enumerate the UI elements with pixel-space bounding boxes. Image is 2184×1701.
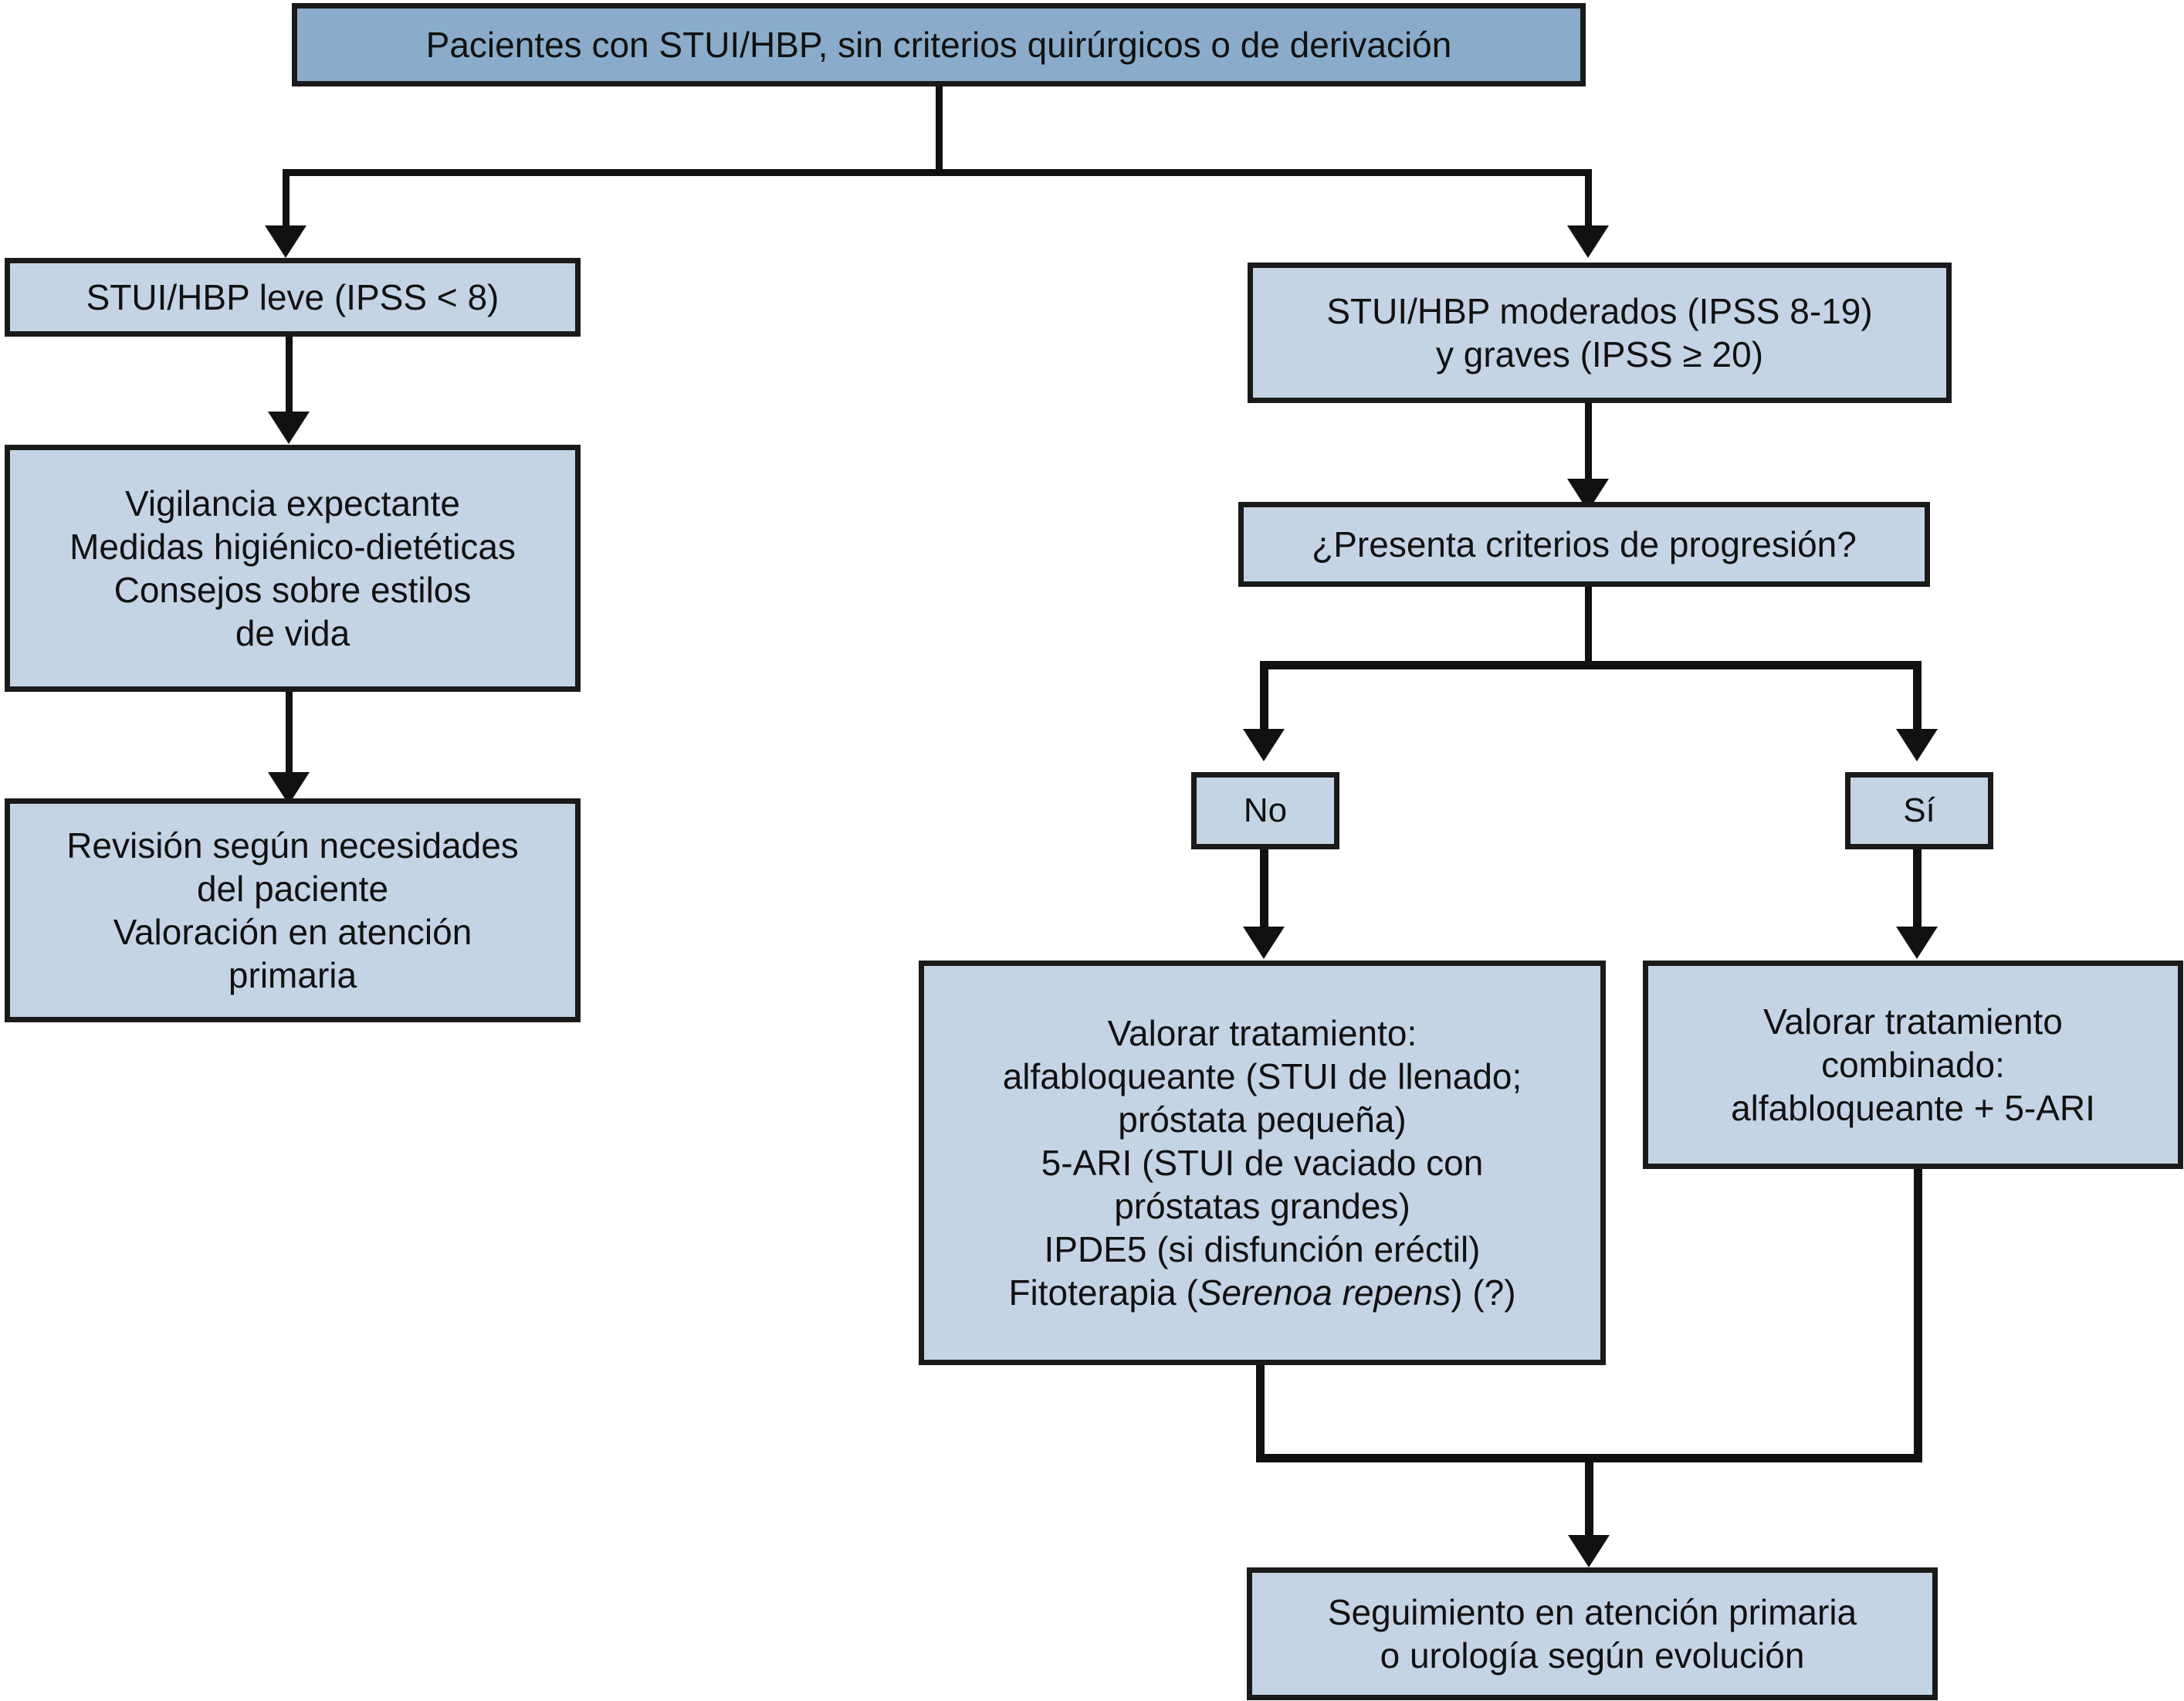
node-final-followup-label: Seguimiento en atención primaria o urolo… — [1327, 1591, 1857, 1676]
node-treatment-monotherapy: Valorar tratamiento: alfabloqueante (STU… — [919, 961, 1606, 1365]
treatment-line-1: alfabloqueante (STUI de llenado; — [1002, 1056, 1522, 1096]
arrowhead-merge-to-final — [1568, 1535, 1610, 1567]
node-mild-management-label: Vigilancia expectante Medidas higiénico-… — [69, 483, 516, 654]
node-treatment-combined: Valorar tratamiento combinado: alfabloqu… — [1643, 961, 2183, 1169]
node-branch-yes: Sí — [1845, 772, 1993, 849]
edge-management-to-followup — [286, 692, 293, 781]
arrowhead-question-yes — [1896, 729, 1938, 761]
node-moderate-severe-stui-label: STUI/HBP moderados (IPSS 8-19) y graves … — [1326, 290, 1873, 374]
edge-combined-down — [1914, 1169, 1922, 1462]
phytotherapy-species: Serenoa repens — [1197, 1272, 1451, 1313]
edge-question-no-arm — [1260, 661, 1268, 737]
treatment-line-phytotherapy: Fitoterapia (Serenoa repens) (?) — [935, 1271, 1590, 1314]
edge-root-stem — [936, 86, 943, 173]
node-branch-no: No — [1191, 772, 1339, 849]
treatment-line-0: Valorar tratamiento: — [1107, 1012, 1417, 1053]
edge-mild-to-management — [286, 337, 293, 418]
edge-no-to-treatment — [1260, 849, 1268, 934]
treatment-line-2: próstata pequeña) — [1118, 1099, 1407, 1140]
edge-moderate-to-question — [1585, 403, 1592, 488]
node-branch-no-label: No — [1243, 791, 1288, 830]
phytotherapy-suffix: ) (?) — [1451, 1272, 1516, 1313]
edge-question-yes-arm — [1913, 661, 1922, 737]
arrowhead-no-to-treatment — [1243, 927, 1285, 959]
arrowhead-question-no — [1243, 729, 1285, 761]
node-moderate-severe-stui: STUI/HBP moderados (IPSS 8-19) y graves … — [1248, 263, 1952, 403]
node-branch-yes-label: Sí — [1903, 791, 1935, 830]
arrowhead-root-left — [265, 225, 306, 258]
node-progression-question: ¿Presenta criterios de progresión? — [1238, 502, 1930, 587]
node-mild-followup-label: Revisión según necesidades del paciente … — [66, 825, 519, 996]
treatment-line-3: 5-ARI (STUI de vaciado con — [1041, 1142, 1484, 1183]
node-progression-question-label: ¿Presenta criterios de progresión? — [1312, 524, 1857, 564]
edge-merge-to-final — [1585, 1454, 1593, 1545]
edge-root-left-arm — [283, 169, 290, 231]
node-root-patients-label: Pacientes con STUI/HBP, sin criterios qu… — [425, 24, 1452, 65]
node-final-followup: Seguimiento en atención primaria o urolo… — [1247, 1567, 1938, 1700]
treatment-line-4: próstatas grandes) — [1114, 1186, 1410, 1227]
treatment-line-5: IPDE5 (si disfunción eréctil) — [1044, 1229, 1481, 1270]
edge-question-split-bar — [1260, 661, 1922, 669]
node-mild-management: Vigilancia expectante Medidas higiénico-… — [5, 445, 581, 692]
edge-root-right-arm — [1585, 169, 1592, 231]
arrowhead-root-right — [1567, 225, 1609, 258]
node-mild-followup: Revisión según necesidades del paciente … — [5, 798, 581, 1022]
edge-root-split-bar — [283, 169, 1592, 176]
phytotherapy-prefix: Fitoterapia ( — [1008, 1272, 1198, 1313]
arrowhead-mild-to-management — [268, 412, 310, 444]
edge-monotherapy-down — [1256, 1365, 1265, 1462]
arrowhead-yes-to-treatment — [1896, 927, 1938, 959]
node-mild-stui: STUI/HBP leve (IPSS < 8) — [5, 258, 581, 337]
node-treatment-combined-label: Valorar tratamiento combinado: alfabloqu… — [1731, 1001, 2095, 1129]
node-mild-stui-label: STUI/HBP leve (IPSS < 8) — [86, 276, 499, 317]
edge-yes-to-treatment — [1913, 849, 1922, 934]
node-root-patients: Pacientes con STUI/HBP, sin criterios qu… — [292, 3, 1586, 86]
edge-question-stem — [1585, 587, 1592, 666]
